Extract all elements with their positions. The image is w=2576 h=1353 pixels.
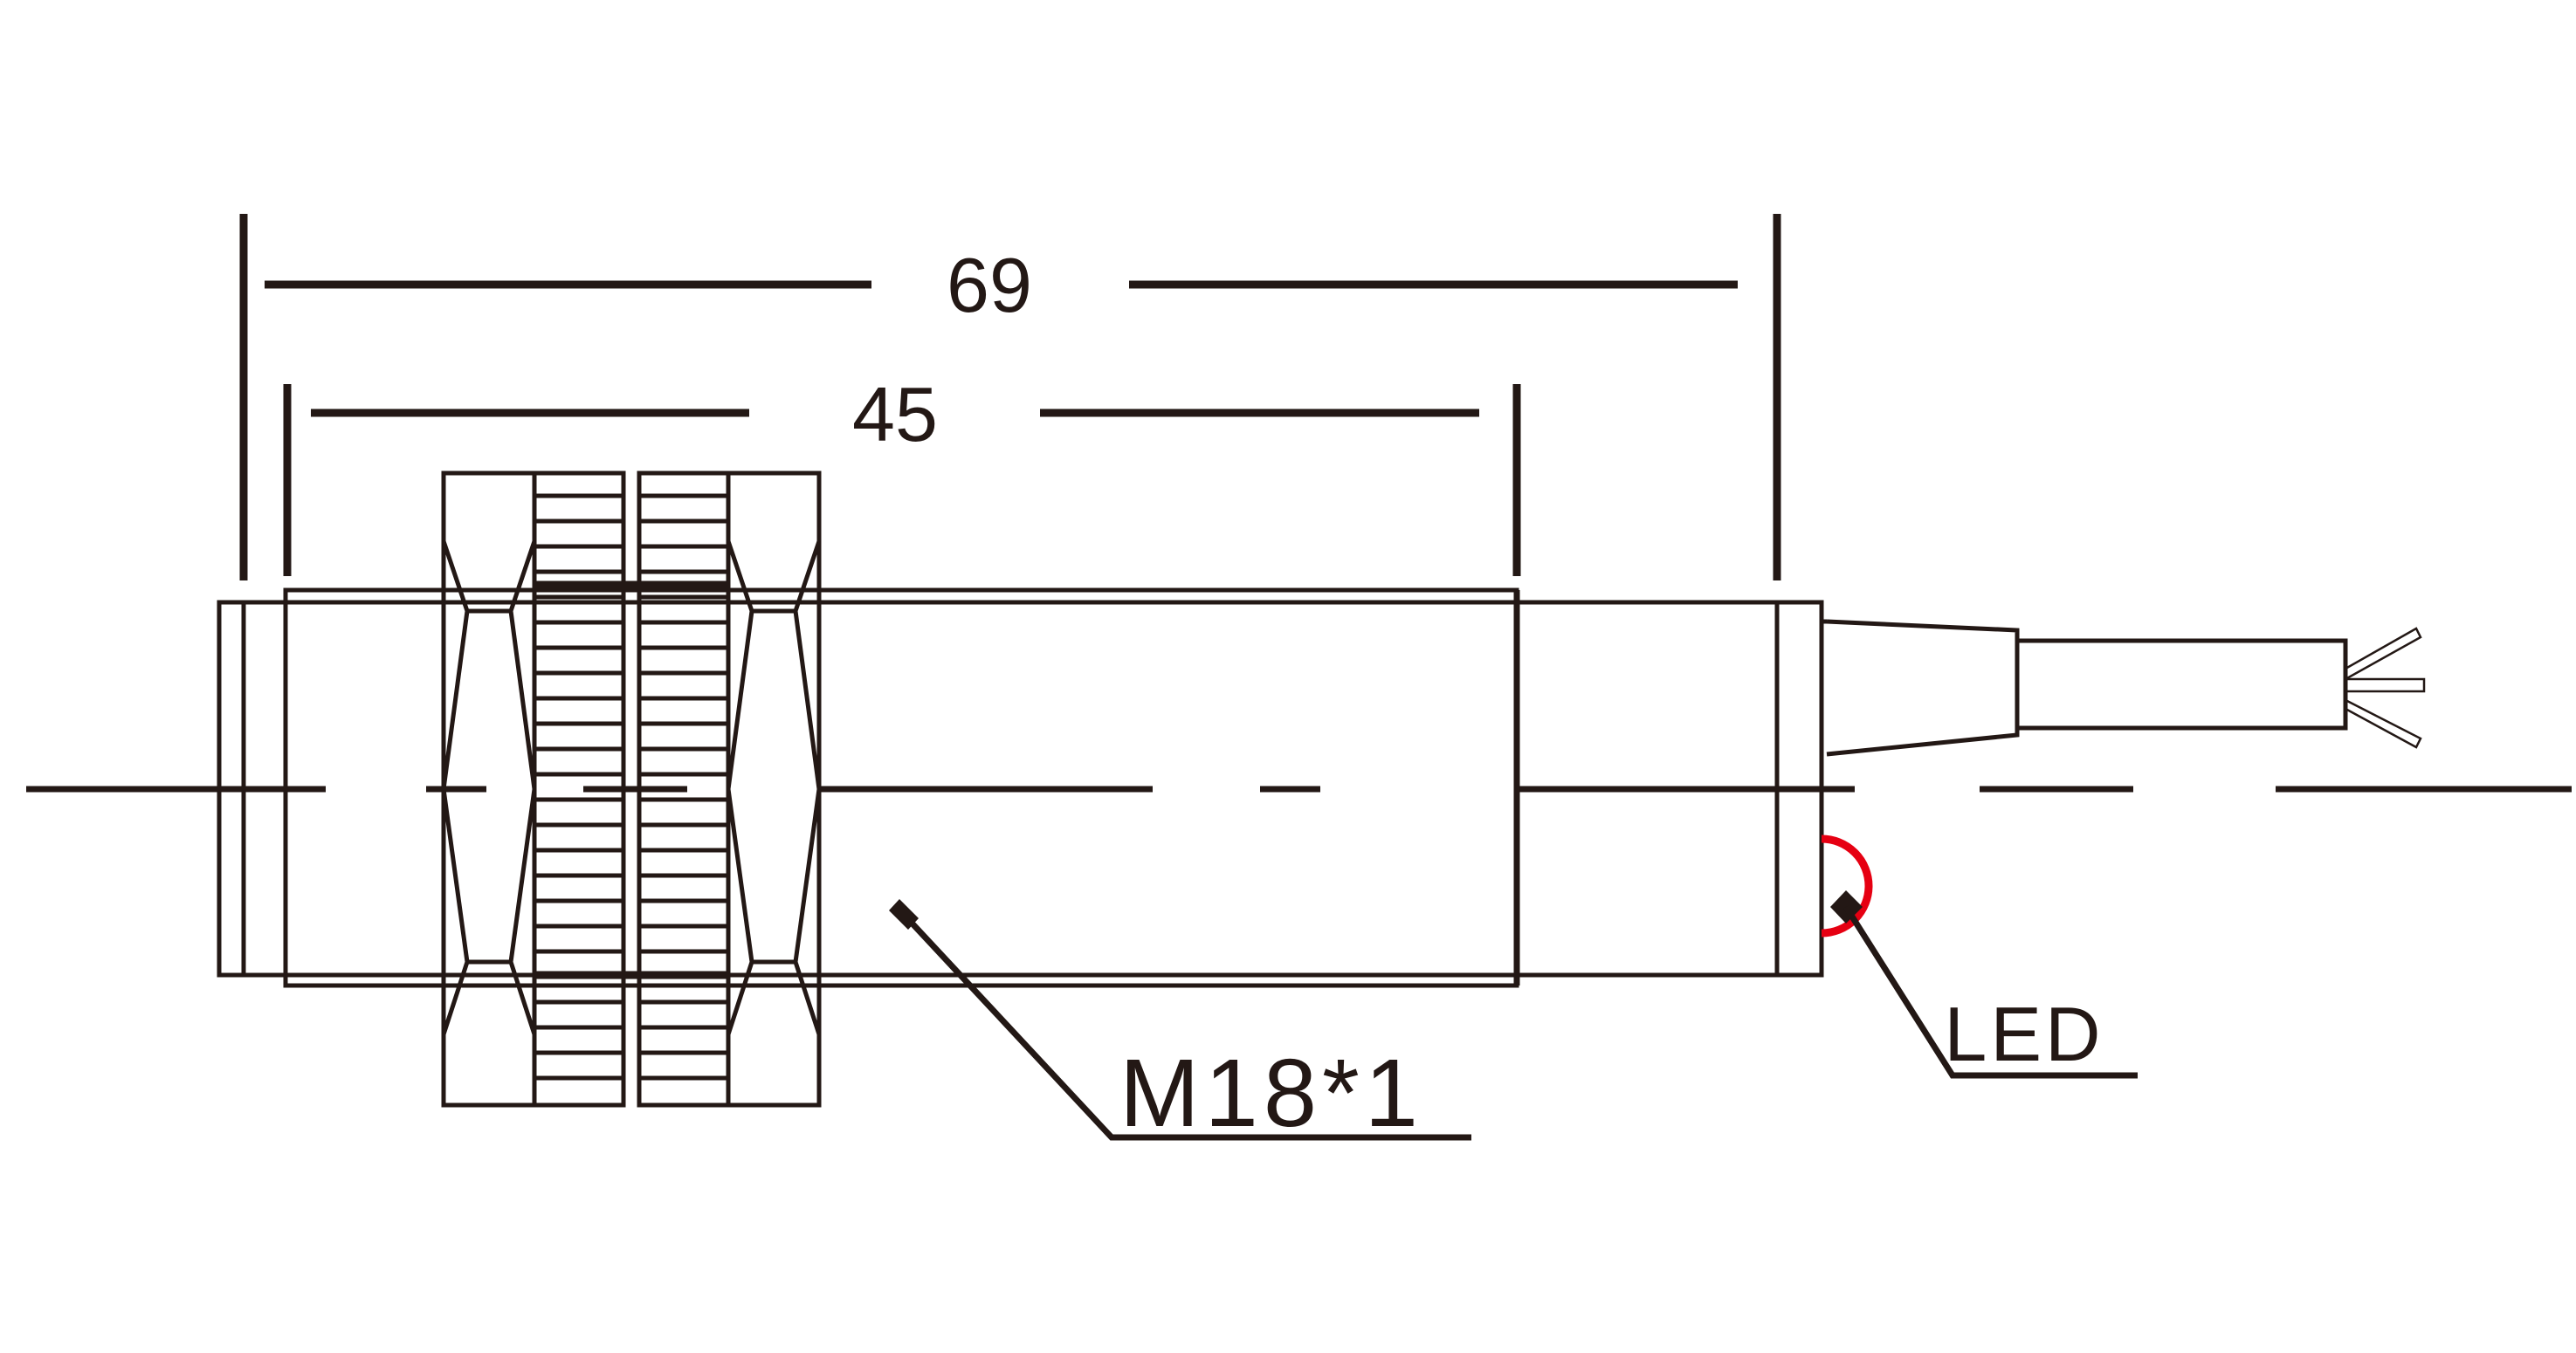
nut-right	[726, 470, 822, 1108]
led-callout: LED	[1830, 890, 2138, 1079]
dimension-label-45: 45	[852, 371, 938, 457]
thread-callout: M18*1	[889, 899, 1471, 1147]
cable-gland	[1826, 619, 2020, 757]
thread-spec-label: M18*1	[1119, 1040, 1423, 1147]
cable-wire-ends	[2344, 627, 2426, 749]
dimension-thread: 45	[283, 371, 1521, 576]
washer-left	[532, 470, 626, 1108]
sensor-housing	[217, 587, 1827, 988]
cable	[2015, 627, 2426, 749]
led-label: LED	[1944, 991, 2104, 1077]
led-indicator-ring	[1821, 834, 1873, 937]
dimension-overall: 69	[239, 214, 1781, 580]
dimension-label-69: 69	[947, 242, 1032, 328]
